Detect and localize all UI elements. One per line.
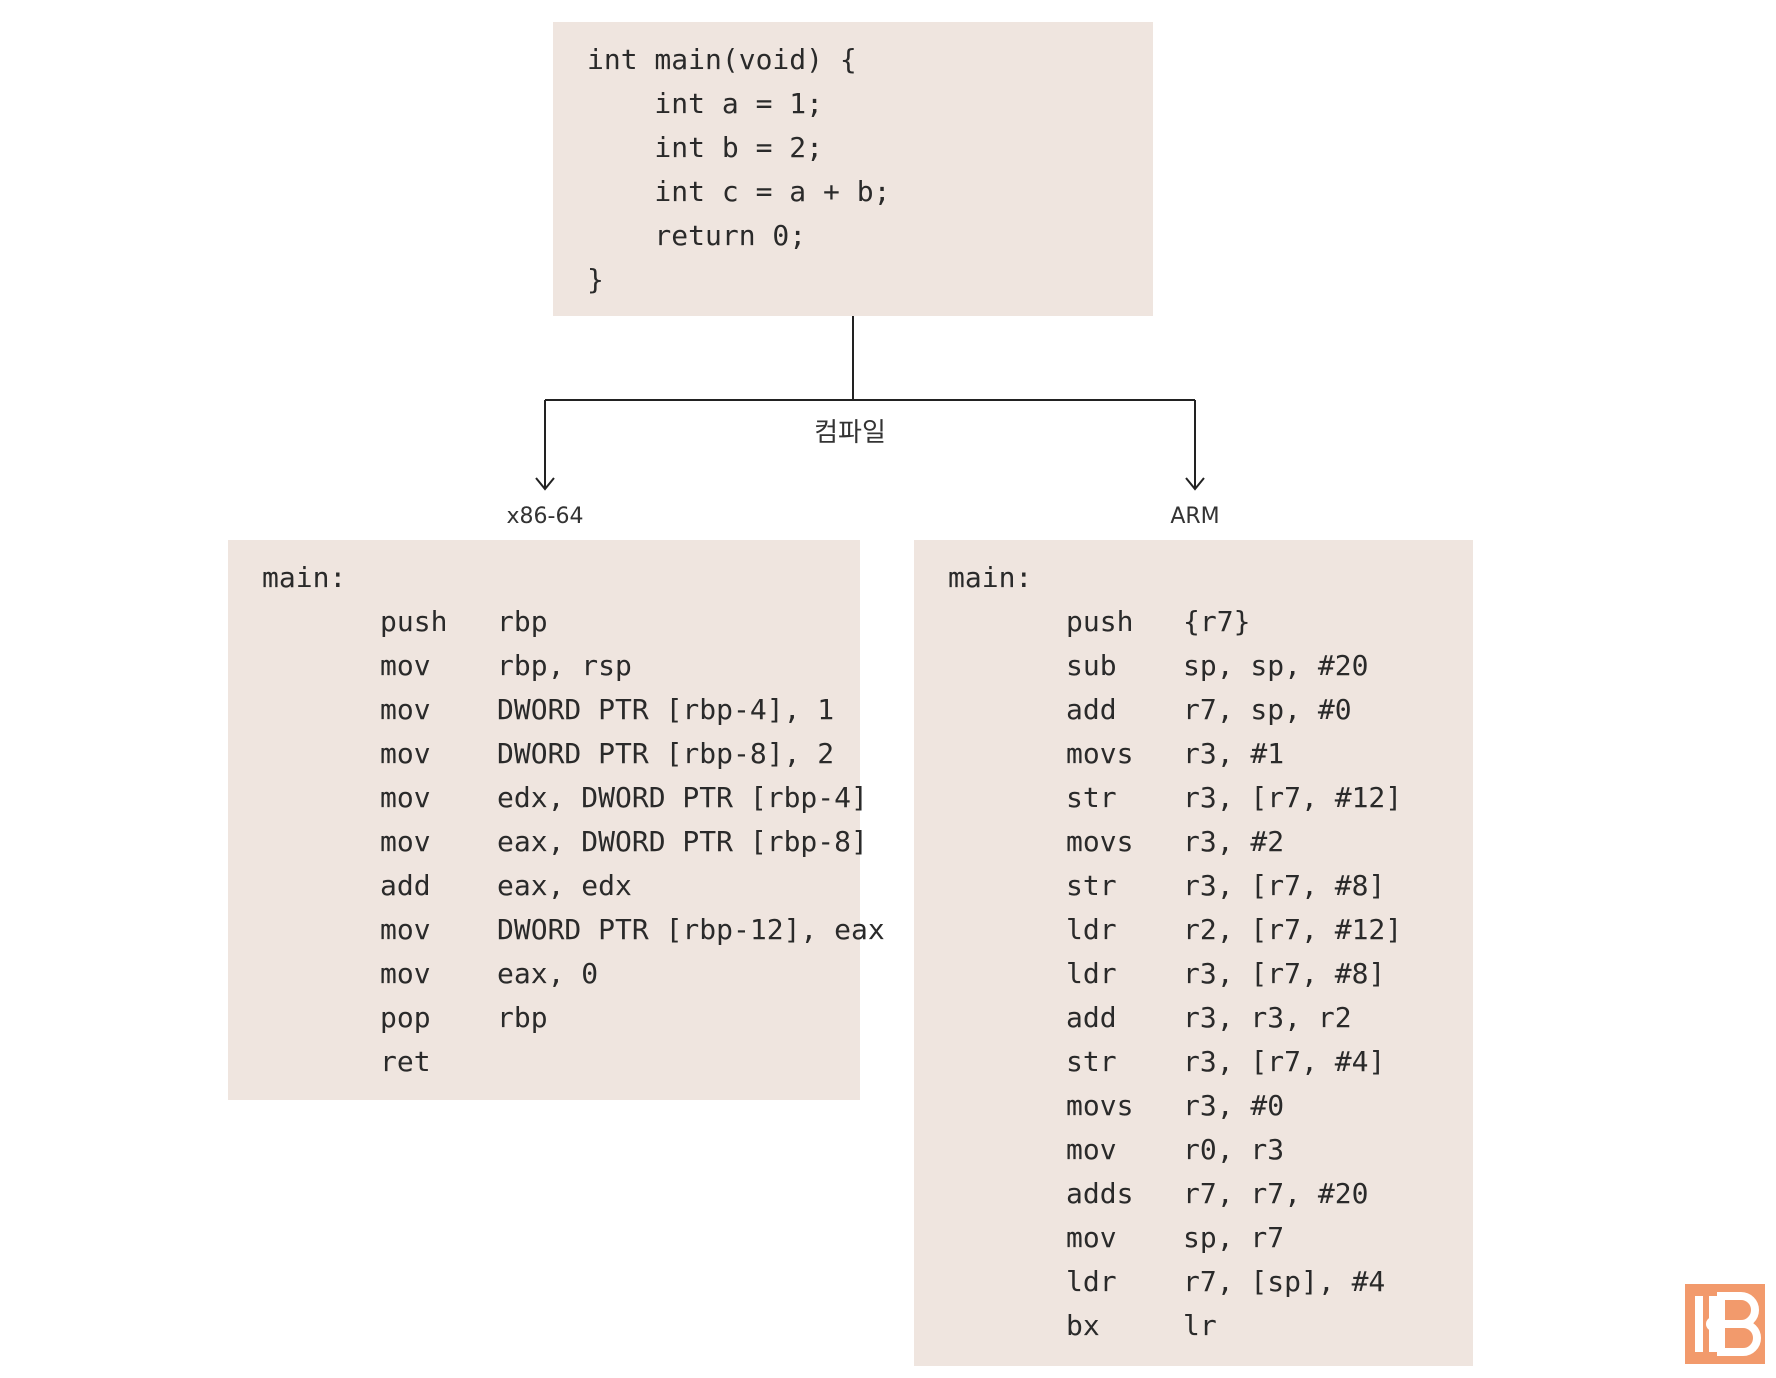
arm-operands: sp, sp, #20 — [1183, 649, 1369, 682]
source-line: int a = 1; — [587, 87, 824, 120]
x86-operands: DWORD PTR [rbp-4], 1 — [497, 693, 835, 726]
arm-operands: r7, [sp], #4 — [1183, 1265, 1386, 1298]
arm-opcode: str — [1066, 781, 1117, 814]
x86-operands: edx, DWORD PTR [rbp-4] — [497, 781, 868, 814]
arm-operands: {r7} — [1183, 605, 1251, 638]
x86-opcode: add — [380, 869, 431, 902]
arm-operands: r3, [r7, #4] — [1183, 1045, 1386, 1078]
arm-operands: r3, #0 — [1183, 1089, 1285, 1122]
arm-header: main: — [948, 561, 1033, 594]
source-code-box: int main(void) { int a = 1; int b = 2; i… — [553, 22, 1153, 316]
arm-opcode: movs — [1066, 1089, 1134, 1122]
arm-opcode: str — [1066, 1045, 1117, 1078]
left-arrow-head — [535, 477, 555, 491]
arm-opcode: ldr — [1066, 1265, 1117, 1298]
arm-opcode: movs — [1066, 825, 1134, 858]
arm-opcode: adds — [1066, 1177, 1134, 1210]
source-line: int b = 2; — [587, 131, 824, 164]
brand-logo-icon — [1685, 1284, 1765, 1364]
x86-operands: eax, DWORD PTR [rbp-8] — [497, 825, 868, 858]
arm-opcode: sub — [1066, 649, 1117, 682]
arm-operands: r3, #1 — [1183, 737, 1285, 770]
arm-operands: sp, r7 — [1183, 1221, 1285, 1254]
arm-arch-label: ARM — [1170, 504, 1220, 529]
x86-header: main: — [262, 561, 347, 594]
x86-opcode: ret — [380, 1045, 431, 1078]
x86-operands: eax, 0 — [497, 957, 599, 990]
arm-operands: r3, [r7, #8] — [1183, 957, 1386, 990]
x86-operands: DWORD PTR [rbp-12], eax — [497, 913, 885, 946]
arm-operands: r3, #2 — [1183, 825, 1285, 858]
arm-opcode: mov — [1066, 1221, 1117, 1254]
x86-opcode: mov — [380, 913, 431, 946]
x86-operands: eax, edx — [497, 869, 632, 902]
source-line: return 0; — [587, 219, 807, 252]
arm-assembly-box: main: push {r7} sub sp, sp, #20 add r7, sp, #… — [914, 540, 1473, 1366]
arm-opcode: ldr — [1066, 957, 1117, 990]
arm-operands: lr — [1183, 1309, 1217, 1342]
arm-operands: r3, r3, r2 — [1183, 1001, 1352, 1034]
x86-operands: rbp — [497, 1001, 548, 1034]
arm-operands: r7, r7, #20 — [1183, 1177, 1369, 1210]
x86-operands: rbp — [497, 605, 548, 638]
arm-opcode: mov — [1066, 1133, 1117, 1166]
arm-opcode: str — [1066, 869, 1117, 902]
x86-operands: rbp, rsp — [497, 649, 632, 682]
x86-opcode: mov — [380, 649, 431, 682]
x86-opcode: mov — [380, 737, 431, 770]
x86-opcode: mov — [380, 693, 431, 726]
x86-operands: DWORD PTR [rbp-8], 2 — [497, 737, 835, 770]
x86-opcode: pop — [380, 1001, 431, 1034]
arm-operands: r0, r3 — [1183, 1133, 1285, 1166]
arm-opcode: add — [1066, 1001, 1117, 1034]
x86-opcode: mov — [380, 957, 431, 990]
source-line: int c = a + b; — [587, 175, 891, 208]
source-line: } — [587, 263, 604, 296]
x86-opcode: mov — [380, 781, 431, 814]
x86-opcode: mov — [380, 825, 431, 858]
arm-operands: r3, [r7, #12] — [1183, 781, 1403, 814]
arm-operands: r7, sp, #0 — [1183, 693, 1352, 726]
arm-opcode: movs — [1066, 737, 1134, 770]
arm-operands: r2, [r7, #12] — [1183, 913, 1403, 946]
x86-arch-label: x86-64 — [506, 504, 584, 529]
arm-operands: r3, [r7, #8] — [1183, 869, 1386, 902]
arm-opcode: add — [1066, 693, 1117, 726]
arm-opcode: push — [1066, 605, 1134, 638]
arm-opcode: ldr — [1066, 913, 1117, 946]
source-line: int main(void) { — [587, 43, 857, 76]
compile-label: 컴파일 — [814, 418, 886, 448]
right-arrow-head — [1185, 477, 1205, 491]
arm-opcode: bx — [1066, 1309, 1100, 1342]
x86-opcode: push — [380, 605, 448, 638]
